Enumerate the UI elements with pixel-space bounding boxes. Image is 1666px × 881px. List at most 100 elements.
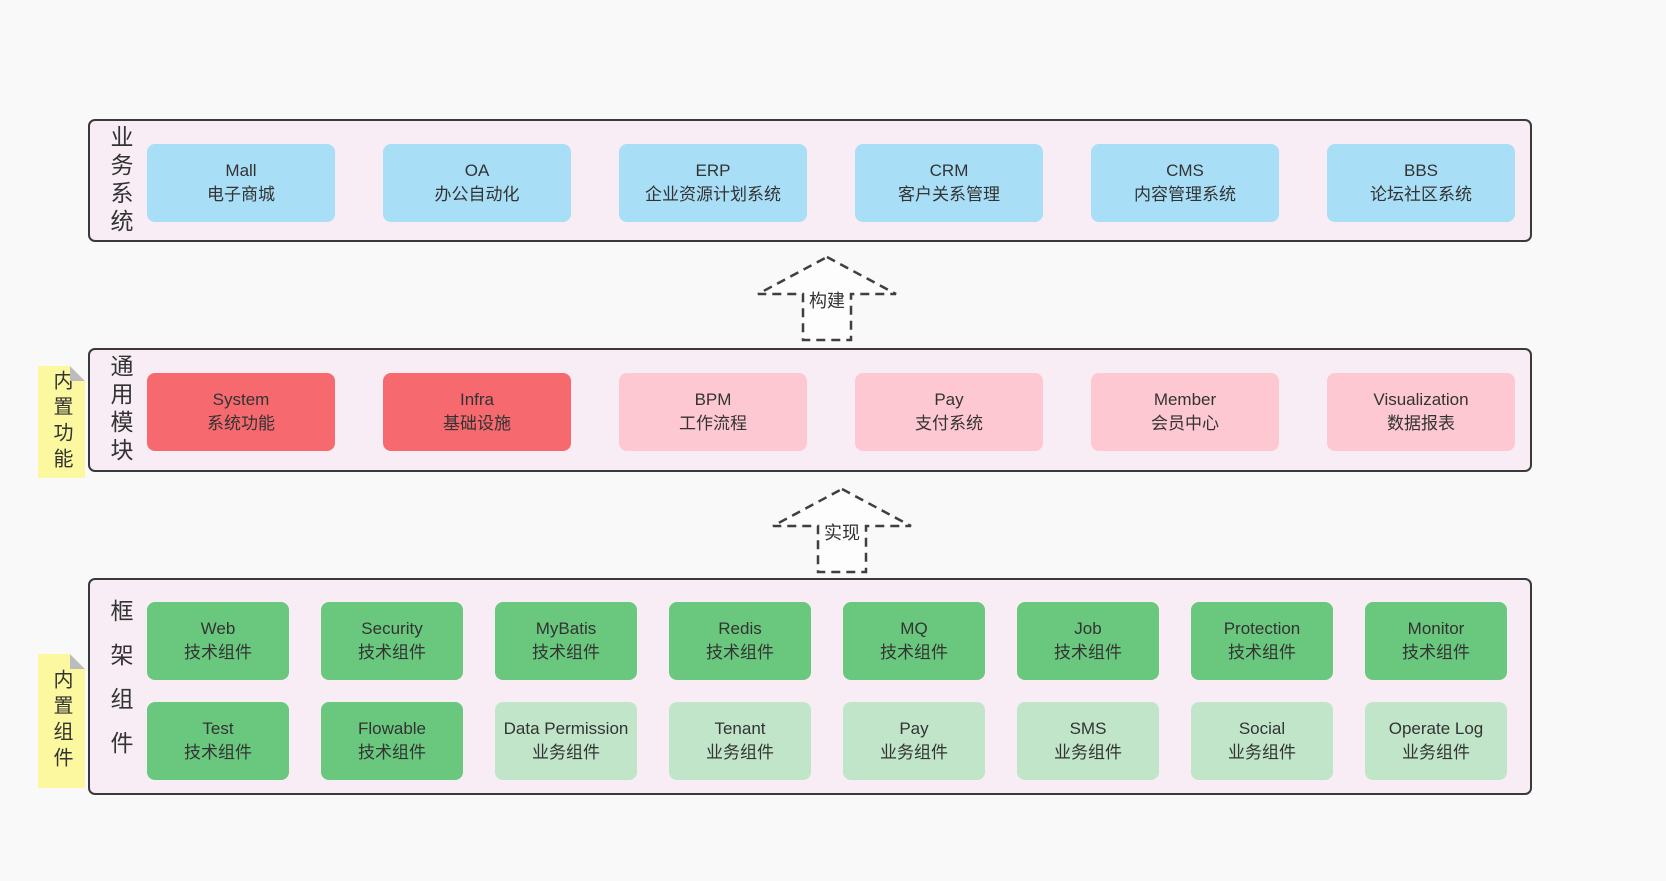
note-fold-corner-icon xyxy=(70,366,85,381)
note-text: 内置功能 xyxy=(50,370,72,474)
box-job: Job 技术组件 xyxy=(1017,602,1159,680)
box-title: Redis xyxy=(718,619,762,638)
box-subtitle: 基础设施 xyxy=(443,414,511,433)
box-monitor: Monitor 技术组件 xyxy=(1365,602,1507,680)
box-subtitle: 业务组件 xyxy=(1054,743,1122,762)
arrow-implement: 实现 xyxy=(767,486,917,576)
box-mq: MQ 技术组件 xyxy=(843,602,985,680)
box-title: Pay xyxy=(934,390,964,409)
box-subtitle: 技术组件 xyxy=(880,643,948,662)
box-system: System 系统功能 xyxy=(147,373,335,451)
note-text: 内置组件 xyxy=(50,669,72,773)
box-title: Flowable xyxy=(357,719,427,738)
box-flowable: Flowable 技术组件 xyxy=(321,702,463,780)
box-title: OA xyxy=(464,161,490,180)
box-mybatis: MyBatis 技术组件 xyxy=(495,602,637,680)
box-member: Member 会员中心 xyxy=(1091,373,1279,451)
box-subtitle: 业务组件 xyxy=(880,743,948,762)
box-title: Operate Log xyxy=(1388,719,1484,738)
box-subtitle: 技术组件 xyxy=(184,743,252,762)
box-title: Monitor xyxy=(1407,619,1465,638)
box-title: Protection xyxy=(1223,619,1301,638)
box-tenant: Tenant 业务组件 xyxy=(669,702,811,780)
arrow-implement-label: 实现 xyxy=(820,519,864,545)
box-web: Web 技术组件 xyxy=(147,602,289,680)
box-subtitle: 技术组件 xyxy=(1228,643,1296,662)
box-protection: Protection 技术组件 xyxy=(1191,602,1333,680)
box-title: Infra xyxy=(459,390,495,409)
box-title: Mall xyxy=(225,161,257,180)
box-title: Member xyxy=(1153,390,1217,409)
box-subtitle: 会员中心 xyxy=(1151,414,1219,433)
box-title: ERP xyxy=(695,161,731,180)
box-title: Job xyxy=(1074,619,1102,638)
box-subtitle: 业务组件 xyxy=(532,743,600,762)
box-infra: Infra 基础设施 xyxy=(383,373,571,451)
box-pay: Pay 业务组件 xyxy=(843,702,985,780)
note-fold-corner-icon xyxy=(70,654,85,669)
box-title: CMS xyxy=(1166,161,1204,180)
box-title: System xyxy=(212,390,270,409)
box-mall: Mall 电子商城 xyxy=(147,144,335,222)
box-subtitle: 技术组件 xyxy=(532,643,600,662)
box-title: CRM xyxy=(929,161,969,180)
box-title: Test xyxy=(202,719,234,738)
sticky-note-built-in-components: 内置组件 xyxy=(38,654,85,788)
box-title: Pay xyxy=(899,719,929,738)
layer-framework-components-label: 框架组件 xyxy=(107,598,133,775)
box-subtitle: 技术组件 xyxy=(1054,643,1122,662)
box-subtitle: 技术组件 xyxy=(184,643,252,662)
box-title: Social xyxy=(1238,719,1286,738)
box-operate-log: Operate Log 业务组件 xyxy=(1365,702,1507,780)
box-subtitle: 办公自动化 xyxy=(434,185,520,204)
box-subtitle: 内容管理系统 xyxy=(1134,185,1236,204)
box-title: SMS xyxy=(1069,719,1107,738)
box-cms: CMS 内容管理系统 xyxy=(1091,144,1279,222)
box-subtitle: 工作流程 xyxy=(679,414,747,433)
box-title: Security xyxy=(361,619,423,638)
layer-common-modules-label: 通用模块 xyxy=(107,354,133,466)
arrow-build: 构建 xyxy=(752,254,902,344)
box-redis: Redis 技术组件 xyxy=(669,602,811,680)
box-bpm: BPM 工作流程 xyxy=(619,373,807,451)
layer-business-systems-label: 业务系统 xyxy=(107,124,133,237)
box-oa: OA 办公自动化 xyxy=(383,144,571,222)
box-title: Data Permission xyxy=(503,719,629,738)
box-title: MQ xyxy=(900,619,928,638)
box-title: Tenant xyxy=(714,719,766,738)
box-title: Web xyxy=(200,619,236,638)
box-title: MyBatis xyxy=(535,619,597,638)
box-subtitle: 数据报表 xyxy=(1387,414,1455,433)
box-title: BBS xyxy=(1403,161,1439,180)
sticky-note-built-in-features: 内置功能 xyxy=(38,366,85,478)
box-subtitle: 技术组件 xyxy=(1402,643,1470,662)
box-title: BPM xyxy=(694,390,732,409)
box-subtitle: 业务组件 xyxy=(1228,743,1296,762)
box-title: Visualization xyxy=(1373,390,1469,409)
box-subtitle: 系统功能 xyxy=(207,414,275,433)
arrow-build-label: 构建 xyxy=(805,287,849,313)
box-subtitle: 技术组件 xyxy=(358,643,426,662)
box-subtitle: 业务组件 xyxy=(706,743,774,762)
box-subtitle: 技术组件 xyxy=(706,643,774,662)
box-visualization: Visualization 数据报表 xyxy=(1327,373,1515,451)
box-security: Security 技术组件 xyxy=(321,602,463,680)
box-subtitle: 电子商城 xyxy=(207,185,275,204)
box-sms: SMS 业务组件 xyxy=(1017,702,1159,780)
box-subtitle: 业务组件 xyxy=(1402,743,1470,762)
box-subtitle: 技术组件 xyxy=(358,743,426,762)
box-test: Test 技术组件 xyxy=(147,702,289,780)
box-social: Social 业务组件 xyxy=(1191,702,1333,780)
box-data-permission: Data Permission 业务组件 xyxy=(495,702,637,780)
